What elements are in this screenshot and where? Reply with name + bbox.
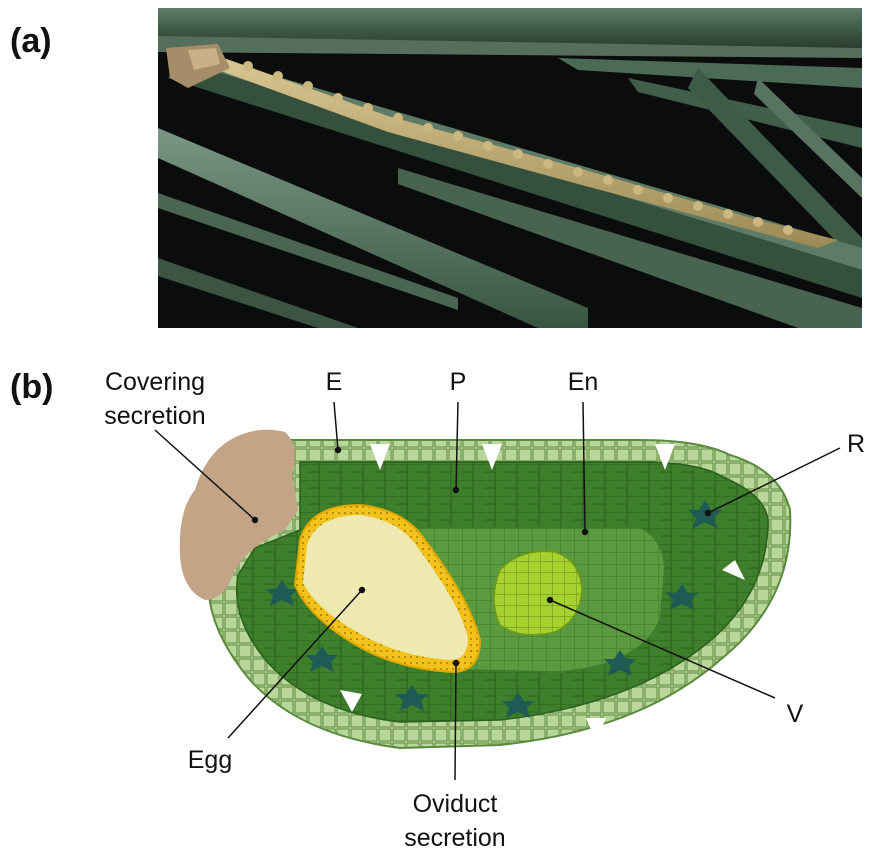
- label-covering-line1: Covering: [105, 368, 205, 396]
- label-covering-line2: secretion: [104, 402, 205, 430]
- label-egg: Egg: [188, 746, 232, 774]
- label-resin-duct: R: [847, 430, 865, 458]
- pine-needles-photo: [158, 8, 862, 328]
- label-vascular: V: [787, 700, 804, 728]
- label-epidermis: E: [326, 368, 343, 396]
- vascular-bundle: [494, 551, 582, 634]
- label-oviduct-line1: Oviduct: [413, 790, 498, 818]
- panel-label-a: (a): [10, 22, 52, 61]
- label-endosperm: En: [568, 368, 599, 396]
- label-oviduct-line2: secretion: [404, 824, 505, 852]
- needle-cross-section-diagram: Covering secretion E P En R V Egg Oviduc…: [0, 330, 869, 858]
- label-parenchyma: P: [450, 368, 467, 396]
